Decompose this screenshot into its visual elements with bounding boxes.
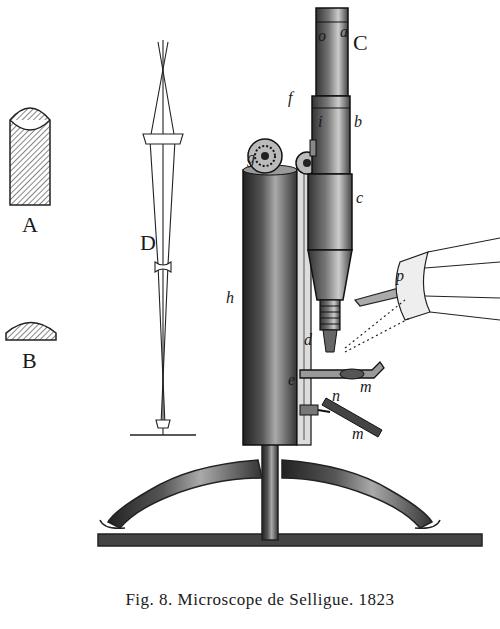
part-letter: c [356,190,363,206]
part-letter: p [396,268,404,284]
part-letter: f [288,90,292,106]
diagram-label: D [140,232,156,254]
part-letter: m [352,426,364,442]
part-letter: h [226,290,234,306]
part-letter: a [340,24,348,40]
part-letter: d [304,332,312,348]
figure-caption: Fig. 8. Microscope de Selligue. 1823 [125,590,394,610]
part-letter: e [288,372,295,388]
part-letter: n [332,388,340,404]
part-letter: i [318,114,322,130]
part-letter: b [354,114,362,130]
lens-label: B [22,350,37,372]
part-letter: m [360,379,372,395]
part-letter: o [318,28,326,44]
part-letter: g [247,150,255,166]
lens-label: A [22,214,38,236]
figure-label: C [353,32,368,54]
